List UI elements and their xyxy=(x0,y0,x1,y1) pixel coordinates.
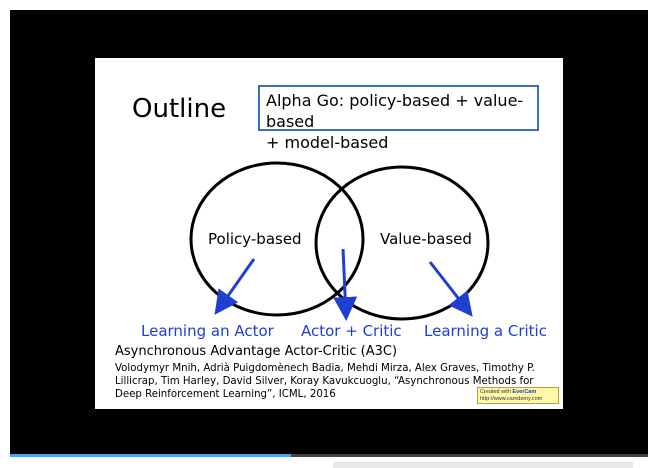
a3c-heading: Asynchronous Advantage Actor-Critic (A3C… xyxy=(115,344,398,359)
arrow-left xyxy=(214,258,256,315)
watermark-line1: Created with EverCam xyxy=(480,389,537,395)
policy-based-label: Policy-based xyxy=(208,230,302,248)
policy-circle xyxy=(189,161,365,317)
alphago-box-line2: + model-based xyxy=(266,133,389,152)
player-controls-strip xyxy=(333,462,633,468)
progress-fill xyxy=(10,454,291,457)
progress-bar[interactable] xyxy=(10,454,648,457)
video-player[interactable]: Outline Alpha Go: policy-based + value-b… xyxy=(10,10,648,454)
actor-critic-label: Actor + Critic xyxy=(301,322,402,340)
learning-actor-label: Learning an Actor xyxy=(141,322,274,340)
venn-diagram xyxy=(189,161,490,321)
watermark-url: http://www.camdemy.com xyxy=(480,396,543,402)
value-circle xyxy=(314,165,490,321)
slide-title: Outline xyxy=(132,94,227,124)
value-based-label: Value-based xyxy=(380,230,472,248)
learning-critic-label: Learning a Critic xyxy=(424,322,547,340)
citation: Volodymyr Mnih, Adrià Puigdomènech Badia… xyxy=(115,363,535,400)
arrow-middle xyxy=(333,248,358,321)
alphago-box-line1: Alpha Go: policy-based + value-based xyxy=(266,91,524,131)
slide: Outline Alpha Go: policy-based + value-b… xyxy=(95,58,563,409)
evercam-brand: EverCam xyxy=(512,389,537,395)
arrow-right xyxy=(428,261,473,317)
alphago-box: Alpha Go: policy-based + value-based + m… xyxy=(258,85,539,152)
evercam-watermark: Created with EverCam http://www.camdemy.… xyxy=(477,387,559,404)
